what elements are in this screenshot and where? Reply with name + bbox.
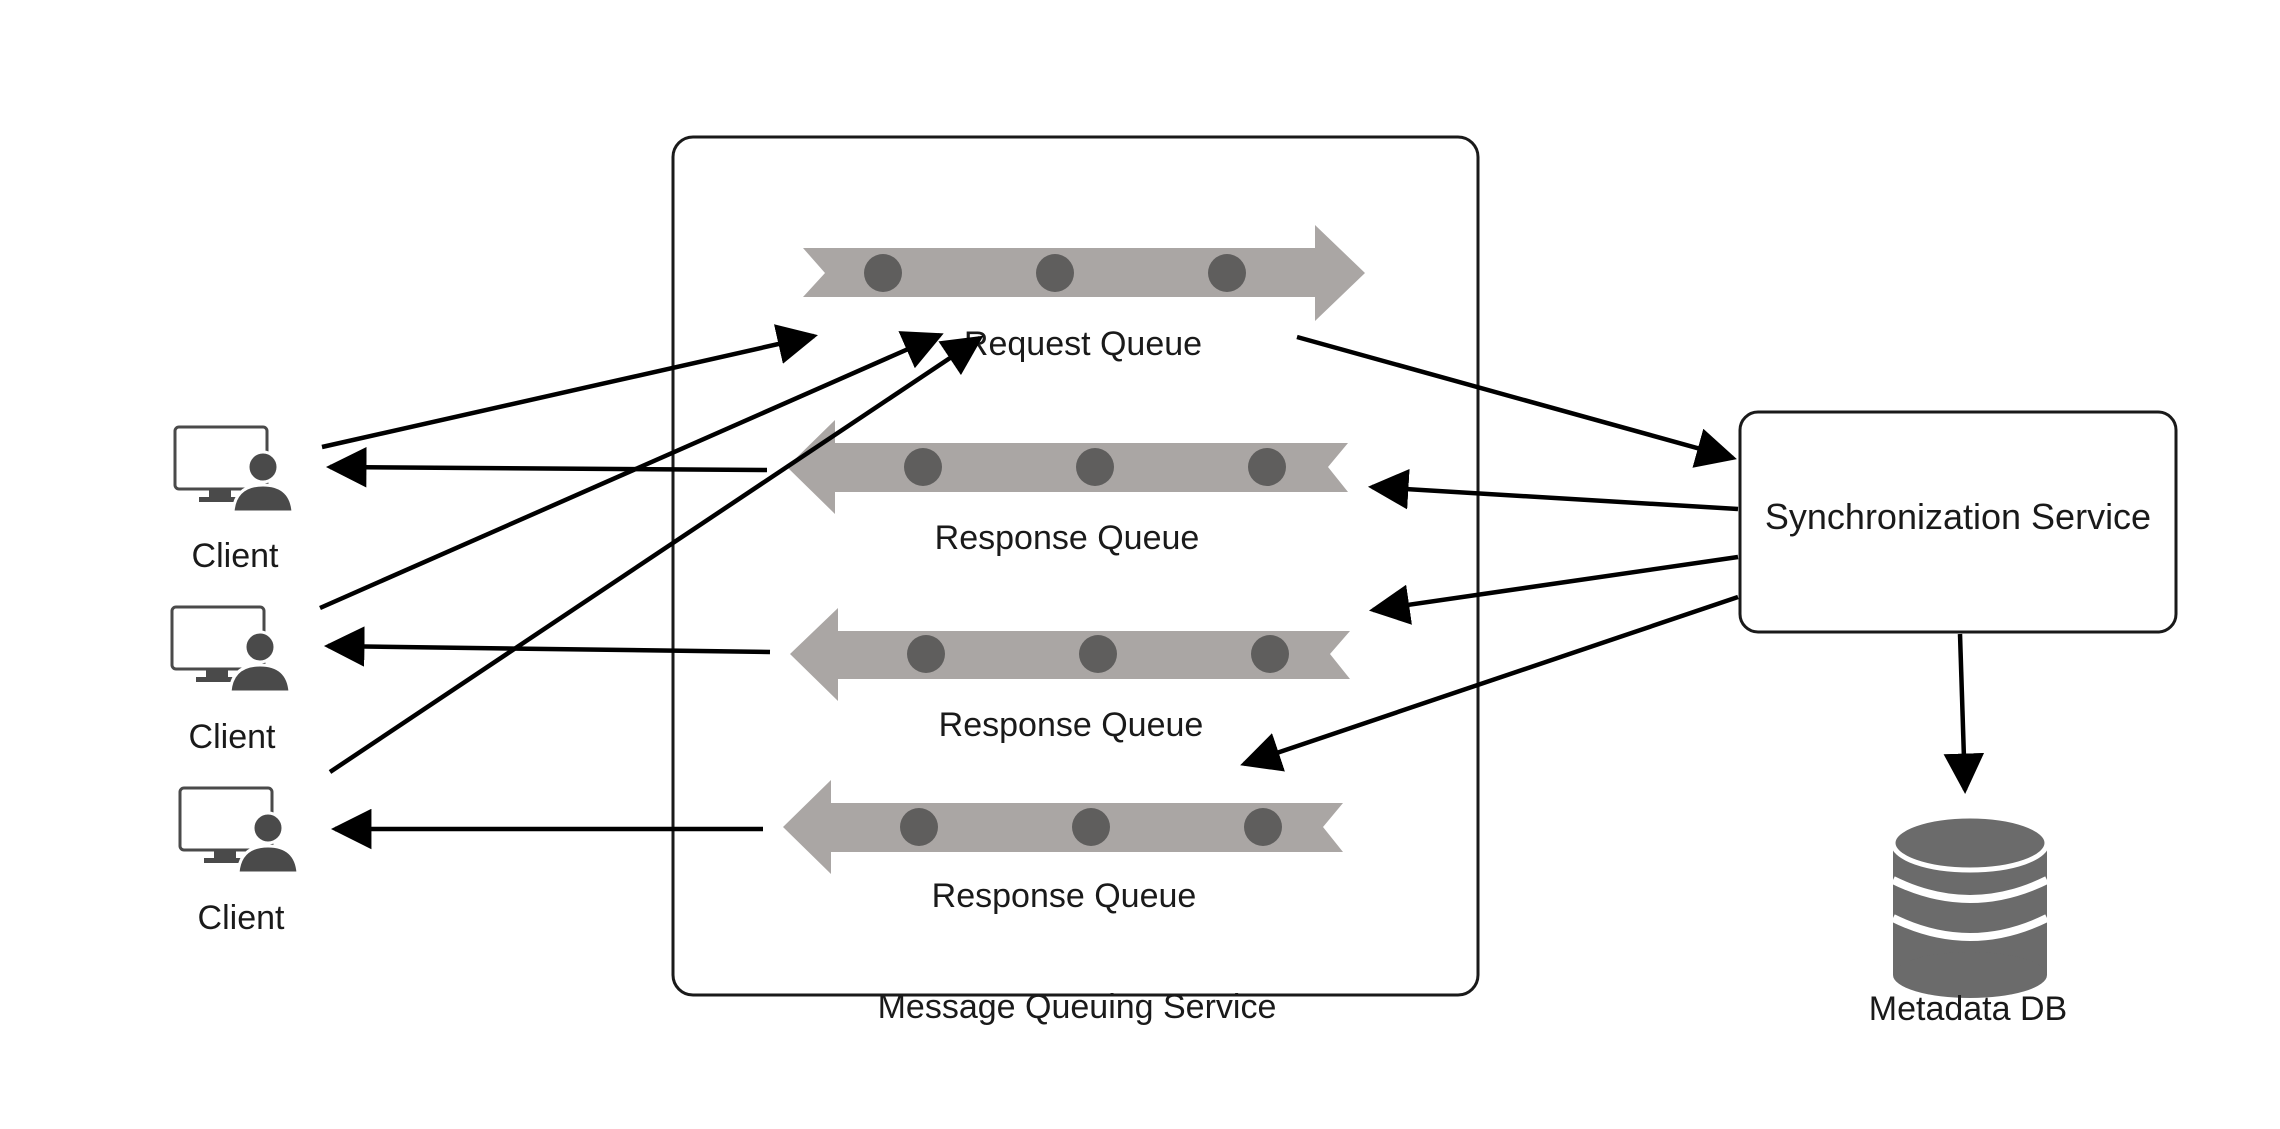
response-queue-3 bbox=[783, 780, 1343, 874]
arrow-client3-to-request-queue bbox=[328, 335, 984, 774]
response-queue-2 bbox=[790, 608, 1350, 701]
client-3 bbox=[178, 786, 300, 875]
client-computer-icon bbox=[178, 786, 300, 875]
arrow-client2-to-request-queue bbox=[319, 331, 944, 611]
message-queuing-service-box bbox=[671, 135, 1480, 997]
client-1 bbox=[173, 425, 295, 514]
response-queue-2-label: Response Queue bbox=[939, 706, 1204, 744]
client-1-label: Client bbox=[192, 537, 279, 575]
arrow-sync-service-to-response-queue1 bbox=[1367, 468, 1739, 512]
response-queue-1-label: Response Queue bbox=[935, 519, 1200, 557]
request-queue-label: Request Queue bbox=[964, 325, 1202, 363]
arrow-client1-to-request-queue bbox=[321, 324, 818, 450]
arrow-response-queue1-to-client1 bbox=[325, 447, 768, 488]
message-queuing-service-label: Message Queuing Service bbox=[878, 988, 1277, 1026]
arrow-request-queue-to-sync-service bbox=[1296, 334, 1737, 468]
response-queue-1 bbox=[787, 420, 1348, 514]
response-queue-3-label: Response Queue bbox=[932, 877, 1197, 915]
synchronization-service-box bbox=[1738, 410, 2178, 634]
arrow-sync-service-to-metadata-db bbox=[1943, 633, 1985, 795]
request-queue bbox=[803, 225, 1365, 321]
arrow-sync-service-to-response-queue2 bbox=[1368, 554, 1739, 625]
client-3-label: Client bbox=[198, 899, 285, 937]
arrow-response-queue2-to-client2 bbox=[323, 626, 771, 667]
client-2 bbox=[170, 605, 292, 694]
arrow-sync-service-to-response-queue3 bbox=[1240, 594, 1739, 772]
client-computer-icon bbox=[173, 425, 295, 514]
metadata-db-icon bbox=[1890, 813, 2050, 998]
synchronization-service-label: Synchronization Service bbox=[1765, 496, 2151, 537]
client-2-label: Client bbox=[189, 718, 276, 756]
metadata-db-label: Metadata DB bbox=[1869, 990, 2067, 1028]
client-computer-icon bbox=[170, 605, 292, 694]
